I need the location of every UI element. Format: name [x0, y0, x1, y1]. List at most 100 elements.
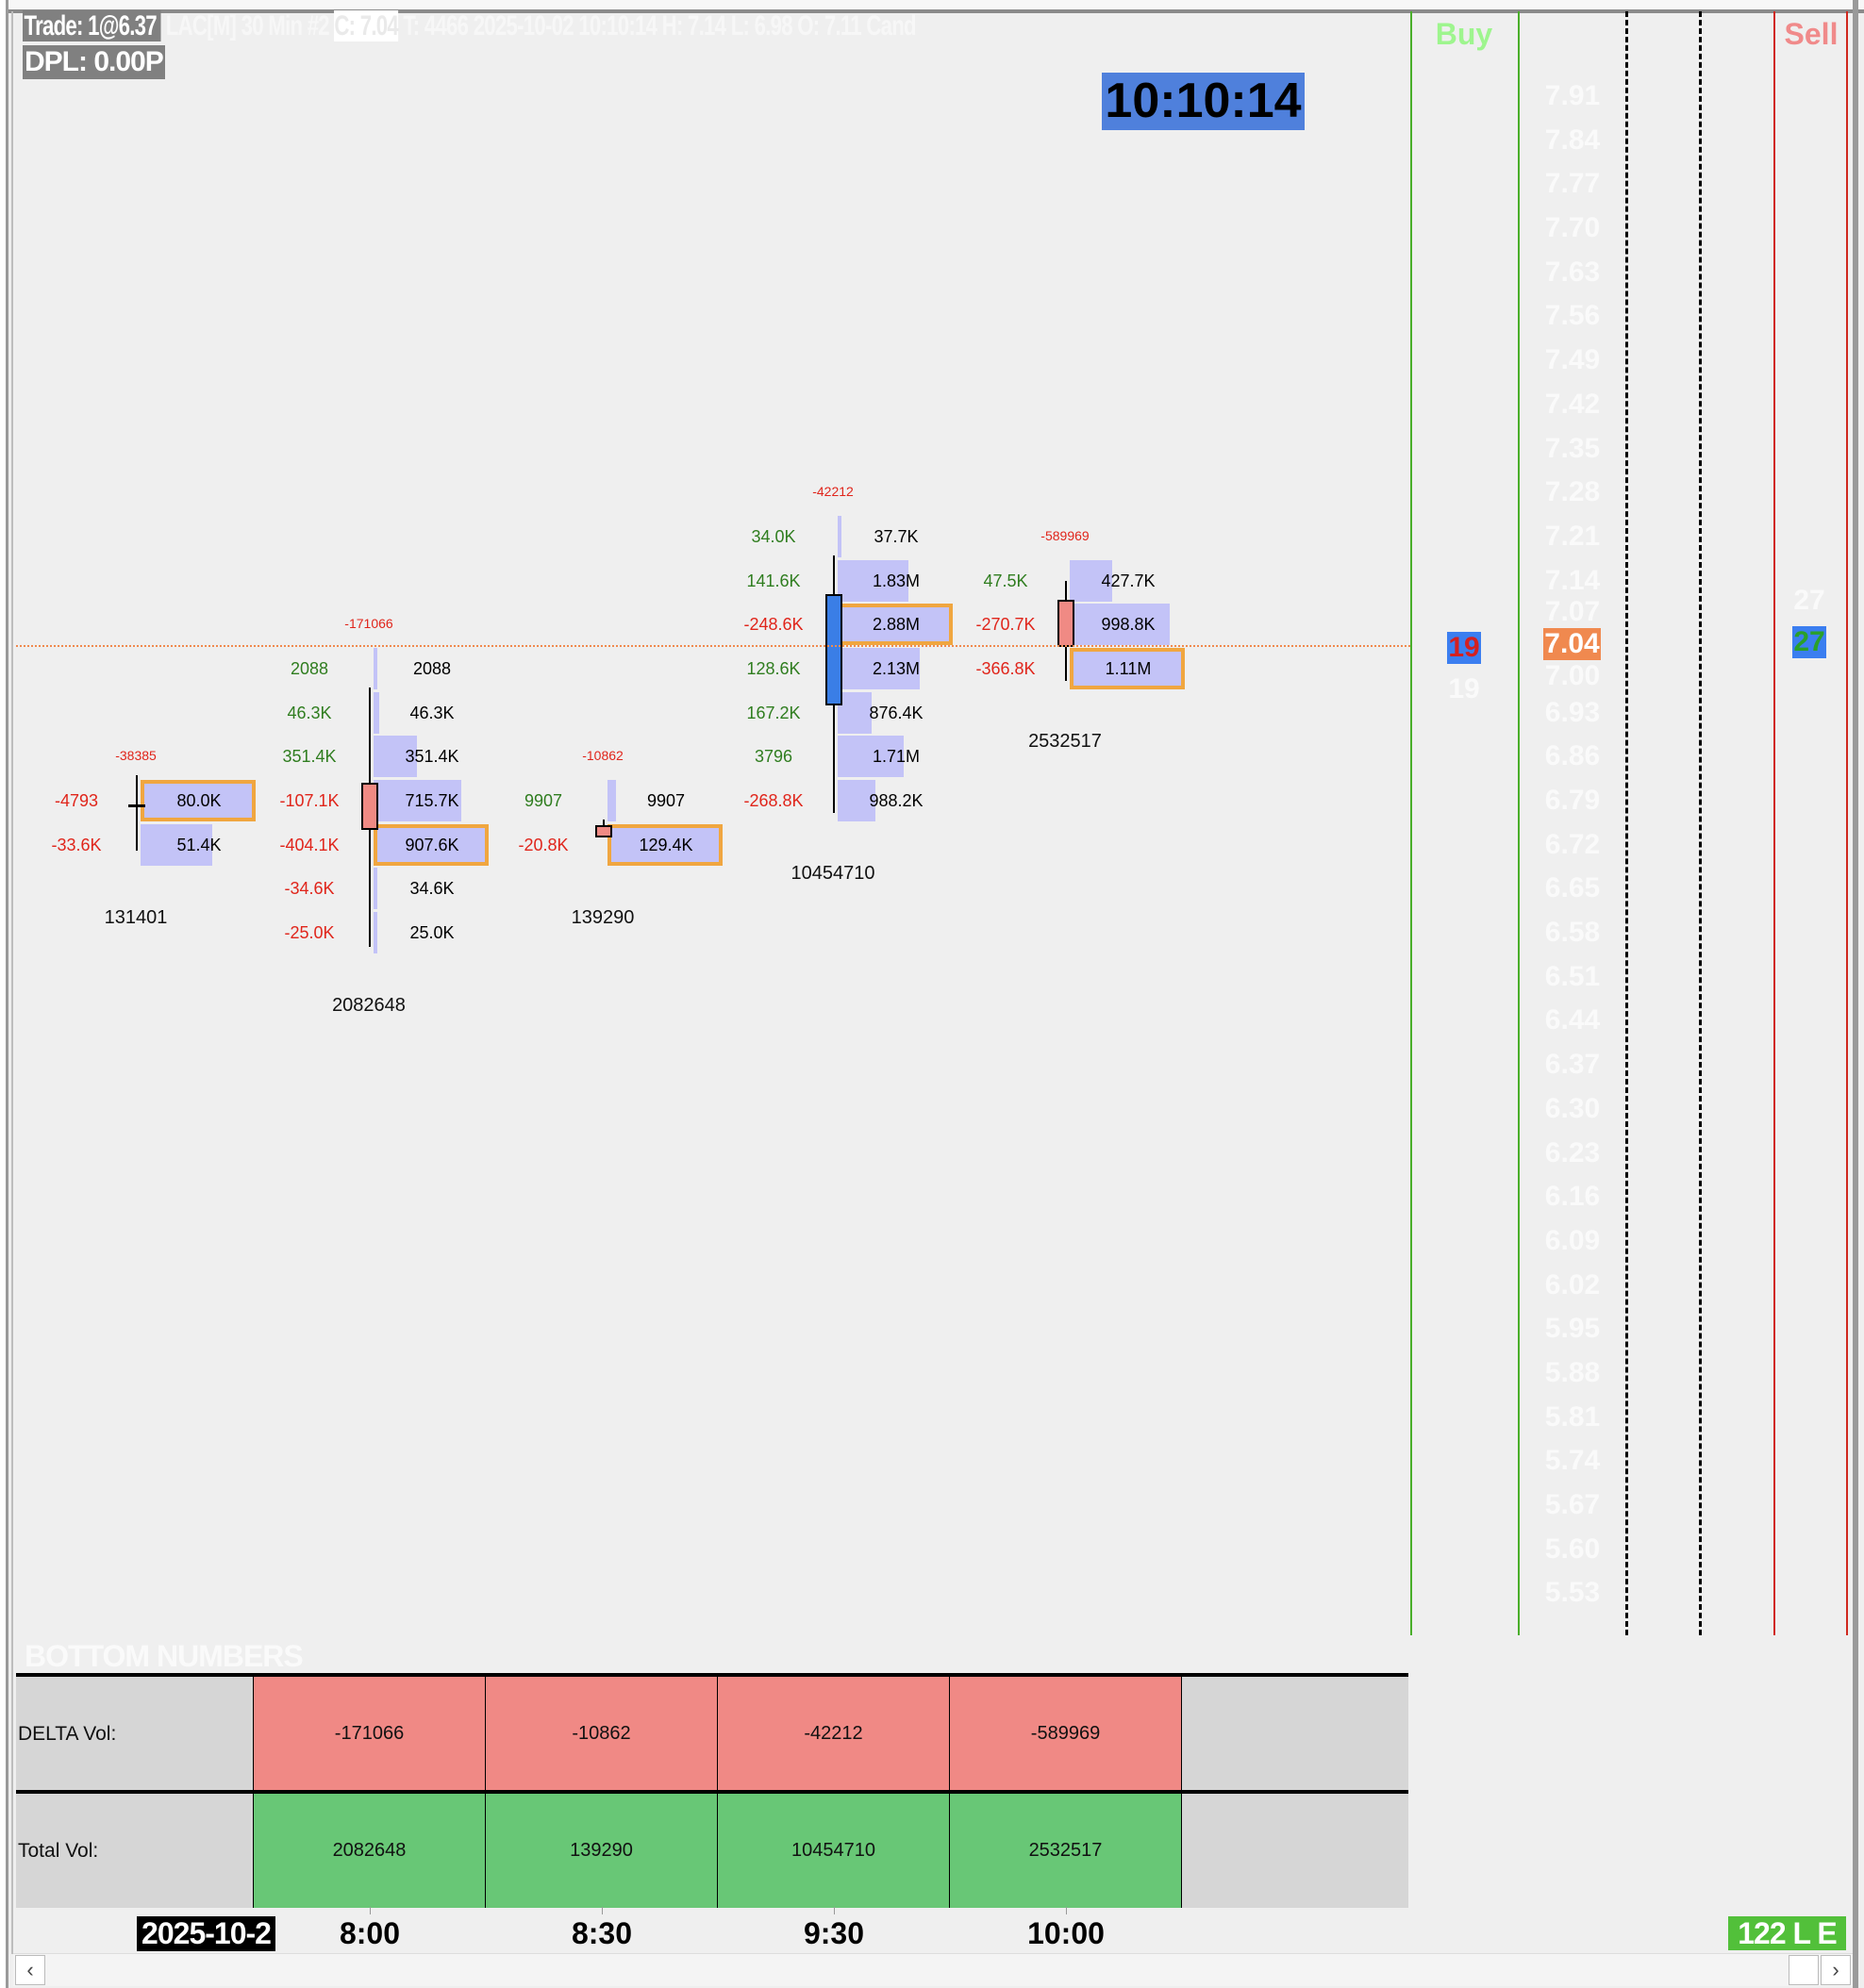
candle-total-volume: 131401	[104, 906, 168, 928]
price-axis-label: 6.37	[1544, 1049, 1601, 1081]
candle-total-volume: 10454710	[791, 863, 875, 885]
level-delta: 9907	[524, 791, 563, 811]
total-vol-cell: 2532517	[950, 1794, 1182, 1908]
level-volume: 1.11M	[1105, 658, 1152, 678]
time-tick	[602, 1907, 603, 1914]
buy-column-header[interactable]: Buy	[1435, 17, 1493, 51]
level-delta: 128.6K	[746, 658, 801, 678]
price-axis-label: 5.67	[1544, 1489, 1601, 1521]
bar-info: T: 4466 2025-10-02 10:10:14 H: 7.14 L: 6…	[397, 10, 916, 41]
level-volume: 34.6K	[409, 879, 455, 899]
buy-quantity[interactable]: 19	[1448, 673, 1480, 704]
level-volume: 427.7K	[1101, 571, 1156, 590]
price-axis-label: 7.21	[1544, 520, 1601, 552]
level-volume: 80.0K	[176, 791, 222, 811]
price-axis-label: 5.53	[1544, 1577, 1601, 1609]
price-axis-label: 7.56	[1544, 300, 1601, 332]
volume-bar	[838, 780, 876, 822]
volume-bar	[1070, 647, 1181, 689]
bottom-numbers-title: BOTTOM NUMBERS	[25, 1639, 304, 1673]
level-delta: -404.1K	[279, 835, 340, 854]
delta-vol-cell: -42212	[718, 1677, 950, 1791]
level-volume: 907.6K	[405, 835, 459, 854]
candle-doji	[128, 804, 145, 808]
price-axis-label: 6.16	[1544, 1181, 1601, 1213]
level-volume: 2.13M	[872, 658, 921, 678]
price-axis-label: 6.51	[1544, 960, 1601, 992]
price-axis-label: 7.00	[1544, 660, 1601, 691]
scroll-left-button[interactable]: ‹	[15, 1955, 45, 1985]
sell-column-header[interactable]: Sell	[1784, 17, 1839, 51]
scroll-right-button[interactable]: ›	[1821, 1955, 1851, 1985]
candle-delta-total: -10862	[582, 748, 624, 764]
price-axis-label: 6.30	[1544, 1092, 1601, 1124]
buy-column-right-line	[1518, 11, 1520, 1635]
delta-vol-cell: -589969	[950, 1677, 1182, 1791]
scroll-thumb[interactable]	[1789, 1955, 1819, 1985]
buy-column-left-line	[1410, 11, 1412, 1635]
sell-quantity-highlighted[interactable]: 27	[1792, 626, 1826, 658]
volume-bar	[374, 868, 378, 910]
level-delta: 46.3K	[287, 703, 332, 722]
time-tick	[1066, 1907, 1067, 1914]
level-delta: 34.0K	[751, 526, 796, 546]
poc-highlight	[607, 823, 723, 866]
dashed-separator	[1699, 11, 1702, 1635]
level-volume: 876.4K	[869, 703, 924, 722]
level-delta: 2088	[290, 658, 329, 678]
volume-bar	[374, 691, 380, 734]
time-label: 8:00	[339, 1916, 401, 1950]
volume-bar	[374, 736, 417, 778]
price-axis-label: 7.49	[1544, 344, 1601, 376]
level-volume: 998.8K	[1101, 615, 1156, 635]
empty-cell	[1182, 1794, 1408, 1908]
sell-quantity[interactable]: 27	[1793, 585, 1825, 616]
price-axis-label: 6.44	[1544, 1004, 1601, 1036]
sell-column-left-line	[1773, 11, 1775, 1635]
price-axis-label: 6.86	[1544, 740, 1601, 772]
time-tick	[834, 1907, 835, 1914]
sell-column-right-line	[1846, 11, 1848, 1635]
total-vol-cell: 10454710	[718, 1794, 950, 1908]
empty-cell	[1182, 1677, 1408, 1791]
candle-total-volume: 2532517	[1028, 730, 1102, 752]
chart-left-border	[11, 11, 13, 1954]
price-axis-label: 5.81	[1544, 1400, 1601, 1433]
level-volume: 37.7K	[874, 526, 919, 546]
candle-body	[361, 783, 378, 831]
candle-body	[1057, 599, 1074, 648]
date-label: 2025-10-2	[137, 1916, 275, 1951]
volume-bar	[607, 780, 617, 822]
window-left-border	[0, 0, 8, 1988]
row-label: Total Vol:	[16, 1794, 254, 1908]
volume-bar	[374, 780, 462, 822]
volume-bar	[1070, 559, 1113, 602]
level-volume: 988.2K	[869, 791, 924, 811]
level-volume: 2088	[412, 658, 452, 678]
window-right-border	[1853, 0, 1858, 1988]
level-volume: 25.0K	[409, 923, 455, 943]
level-delta: -34.6K	[284, 879, 335, 899]
level-volume: 46.3K	[409, 703, 455, 722]
price-axis-label: 5.74	[1544, 1445, 1601, 1477]
time-label: 8:30	[571, 1916, 633, 1950]
row-label: DELTA Vol:	[16, 1677, 254, 1791]
level-delta: -270.7K	[975, 615, 1036, 635]
clock-display: 10:10:14	[1102, 73, 1305, 130]
delta-vol-row: DELTA Vol: -171066 -10862 -42212 -589969	[16, 1673, 1408, 1791]
price-axis-label: 5.60	[1544, 1532, 1601, 1565]
price-axis-label: 7.42	[1544, 388, 1601, 420]
volume-bar	[141, 780, 252, 822]
time-tick	[370, 1907, 371, 1914]
level-delta: 351.4K	[282, 747, 337, 767]
volume-bar	[838, 736, 905, 778]
horizontal-scrollbar[interactable]	[13, 1953, 1853, 1986]
price-axis-label: 7.70	[1544, 212, 1601, 244]
volume-bar	[374, 912, 377, 954]
status-badge: 122 L E	[1728, 1916, 1846, 1950]
candle-wick	[136, 775, 138, 852]
price-axis-label: 6.02	[1544, 1268, 1601, 1300]
current-price-marker: 7.04	[1543, 628, 1601, 660]
buy-quantity-highlighted[interactable]: 19	[1447, 632, 1481, 664]
dpl-label: DPL: 0.00P	[23, 45, 165, 79]
